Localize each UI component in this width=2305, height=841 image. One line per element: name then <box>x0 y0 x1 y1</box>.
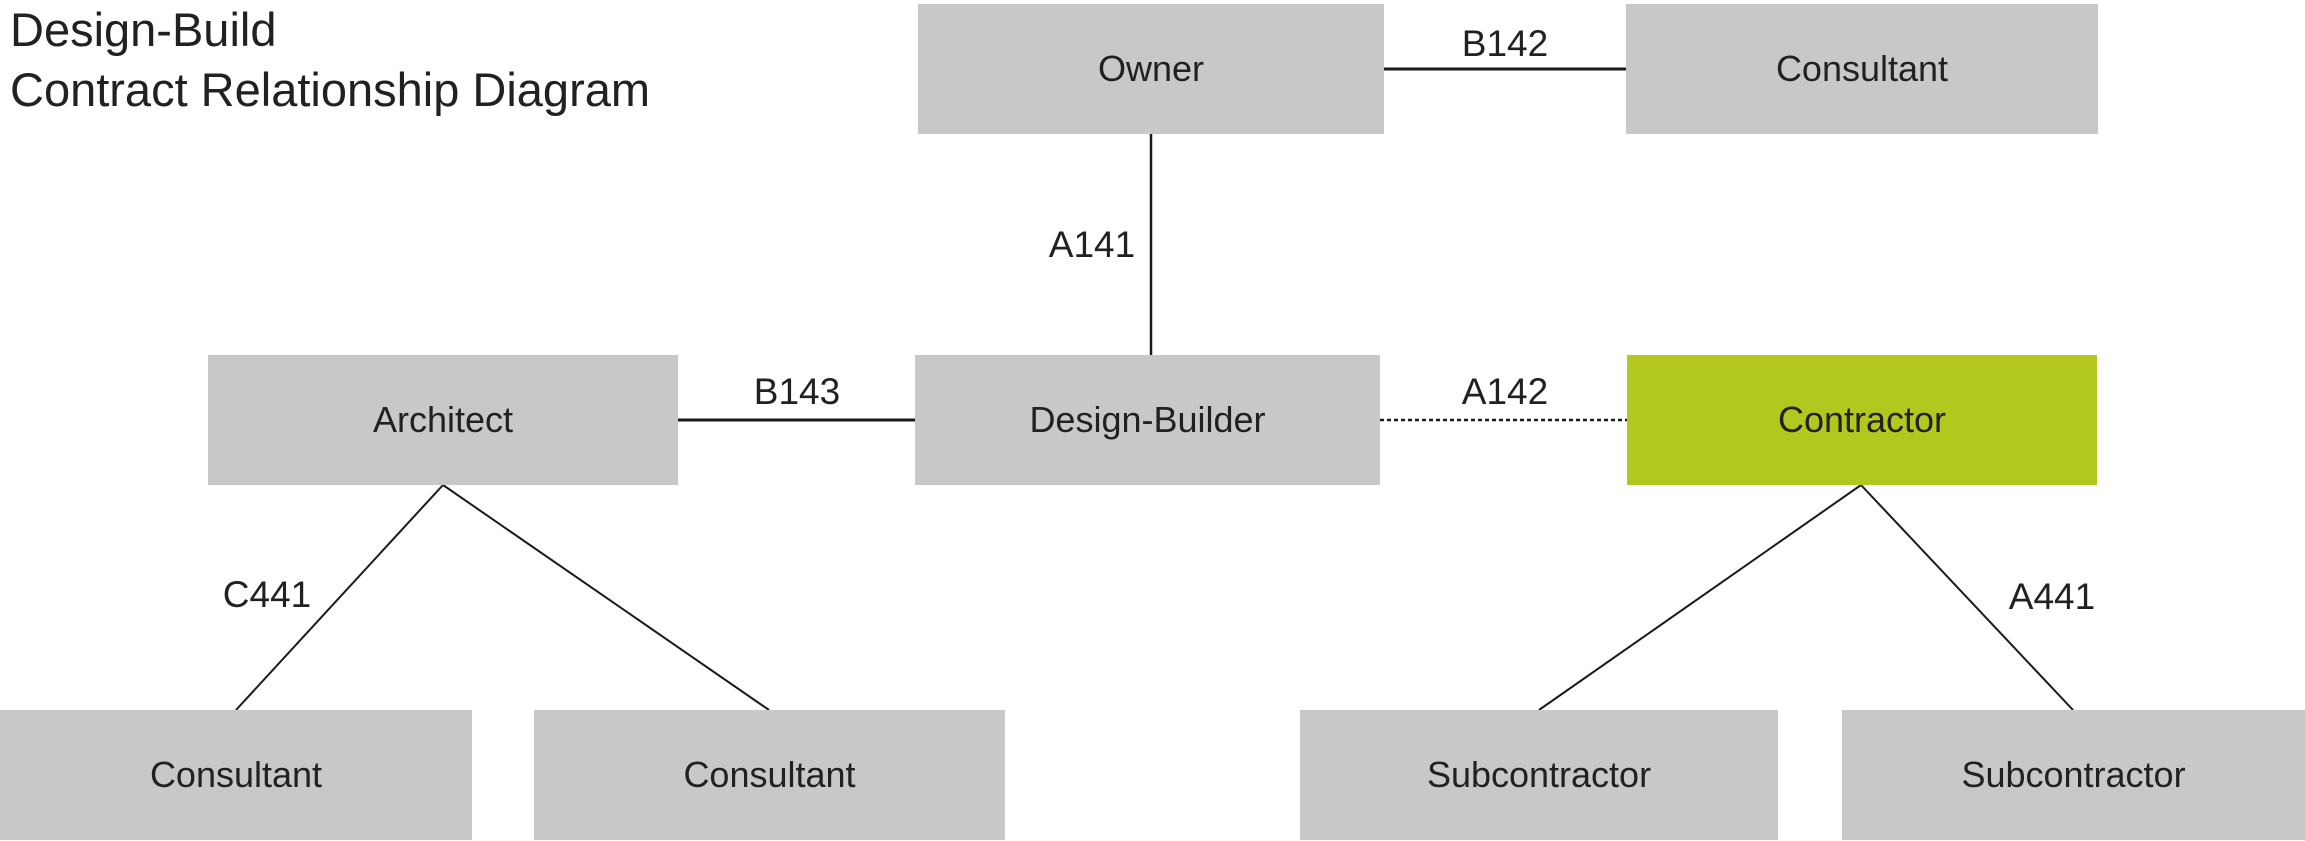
node-subcontractor-1-label: Subcontractor <box>1426 754 1652 795</box>
node-contractor-label: Contractor <box>1777 399 1947 440</box>
edge-architect-consultant1-line <box>235 484 444 711</box>
contract-label-a141: A141 <box>1048 224 1136 265</box>
edge-contractor-subcontractor1-line <box>1538 484 1862 711</box>
node-consultant-bottom-1: Consultant <box>0 710 472 840</box>
contract-label-b142: B142 <box>1461 23 1549 64</box>
node-design-builder: Design-Builder <box>915 355 1380 485</box>
node-consultant-bottom-2-label: Consultant <box>683 754 856 795</box>
node-owner-label: Owner <box>1097 48 1205 89</box>
edge-architect-consultant2-line <box>442 484 770 711</box>
node-design-builder-label: Design-Builder <box>1029 399 1266 440</box>
node-contractor: Contractor <box>1627 355 2097 485</box>
node-subcontractor-2-label: Subcontractor <box>1961 754 2186 795</box>
node-consultant-bottom-2: Consultant <box>534 710 1005 840</box>
contract-label-a441: A441 <box>2008 576 2096 617</box>
node-architect: Architect <box>208 355 678 485</box>
node-consultant-top-label: Consultant <box>1775 48 1949 89</box>
contract-label-c441: C441 <box>222 574 312 615</box>
node-consultant-bottom-1-label: Consultant <box>149 754 323 795</box>
title-line-1: Design-Build <box>10 3 277 56</box>
node-architect-label: Architect <box>372 399 514 440</box>
title-line-2: Contract Relationship Diagram <box>10 63 651 116</box>
contract-label-a142: A142 <box>1461 371 1549 412</box>
node-subcontractor-2: Subcontractor <box>1842 710 2305 840</box>
diagram-title: Design-Build Contract Relationship Diagr… <box>10 0 650 120</box>
node-consultant-top: Consultant <box>1626 4 2098 134</box>
node-owner: Owner <box>918 4 1384 134</box>
edge-contractor-subcontractor2-line <box>1860 484 2074 711</box>
node-subcontractor-1: Subcontractor <box>1300 710 1778 840</box>
contract-label-b143: B143 <box>753 371 841 412</box>
